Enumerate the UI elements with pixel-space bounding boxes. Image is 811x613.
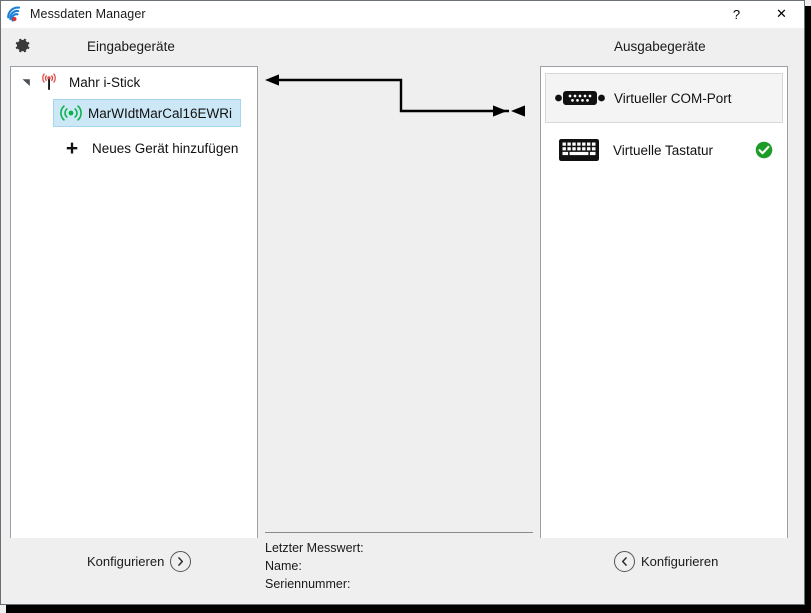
tree-item-label: Mahr i-Stick [69,74,141,90]
output-devices-title: Ausgabegeräte [614,39,706,54]
title-bar-buttons: ? ✕ [714,1,804,27]
status-name: Name: [265,559,302,573]
tree-item-mahr-i-stick[interactable]: Mahr i-Stick [11,67,257,97]
main-body: Mahr i-Stick [1,66,804,540]
device-label: Virtueller COM-Port [614,90,732,106]
antenna-signal-icon [35,71,63,93]
keyboard-icon [545,136,613,164]
footer: Konfigurieren Letzter Messwert: Name: Se… [1,532,804,604]
title-bar: Messdaten Manager ? ✕ [1,1,804,28]
configure-input-button[interactable]: Konfigurieren [87,551,192,572]
configure-input-label: Konfigurieren [87,554,165,569]
gear-icon[interactable] [13,36,32,55]
add-device-button[interactable]: + Neues Gerät hinzufügen [59,135,257,161]
device-row[interactable]: Virtuelle Tastatur [545,125,783,175]
tree-item-label: MarWIdtMarCal16EWRi [88,105,233,121]
window-frame: Messdaten Manager ? ✕ Eingabegeräte Ausg… [0,0,805,605]
help-button[interactable]: ? [732,6,741,22]
status-separator [265,532,533,533]
window-shadow-bottom [6,605,811,613]
device-link-arrows [259,66,539,540]
chevron-right-circle-icon [170,551,192,572]
input-devices-title: Eingabegeräte [87,39,175,54]
window-shadow-right [805,6,811,613]
header-row: Eingabegeräte Ausgabegeräte [1,28,804,66]
device-row[interactable]: Virtueller COM-Port [545,73,783,123]
status-block: Letzter Messwert: Name: Seriennummer: [265,532,533,593]
check-circle-icon [755,141,773,159]
status-last-measurement: Letzter Messwert: [265,541,364,555]
add-device-label: Neues Gerät hinzufügen [92,140,239,156]
plus-icon: + [65,136,79,160]
wifi-signal-icon [6,5,24,23]
close-button[interactable]: ✕ [776,6,787,21]
device-label: Virtuelle Tastatur [613,142,714,158]
configure-output-label: Konfigurieren [641,554,719,569]
status-serial-number: Seriennummer: [265,577,351,591]
wireless-signal-icon [54,102,88,124]
input-devices-panel: Mahr i-Stick [10,66,258,540]
window-title: Messdaten Manager [30,7,146,21]
serial-port-icon [546,86,614,110]
chevron-left-circle-icon [614,551,635,572]
configure-output-button[interactable]: Konfigurieren [614,551,718,572]
tree-item-marwidtmarcal16ewri[interactable]: MarWIdtMarCal16EWRi [53,99,242,127]
output-devices-panel: Virtueller COM-Port [540,66,788,540]
expander-triangle-icon[interactable] [17,78,35,87]
